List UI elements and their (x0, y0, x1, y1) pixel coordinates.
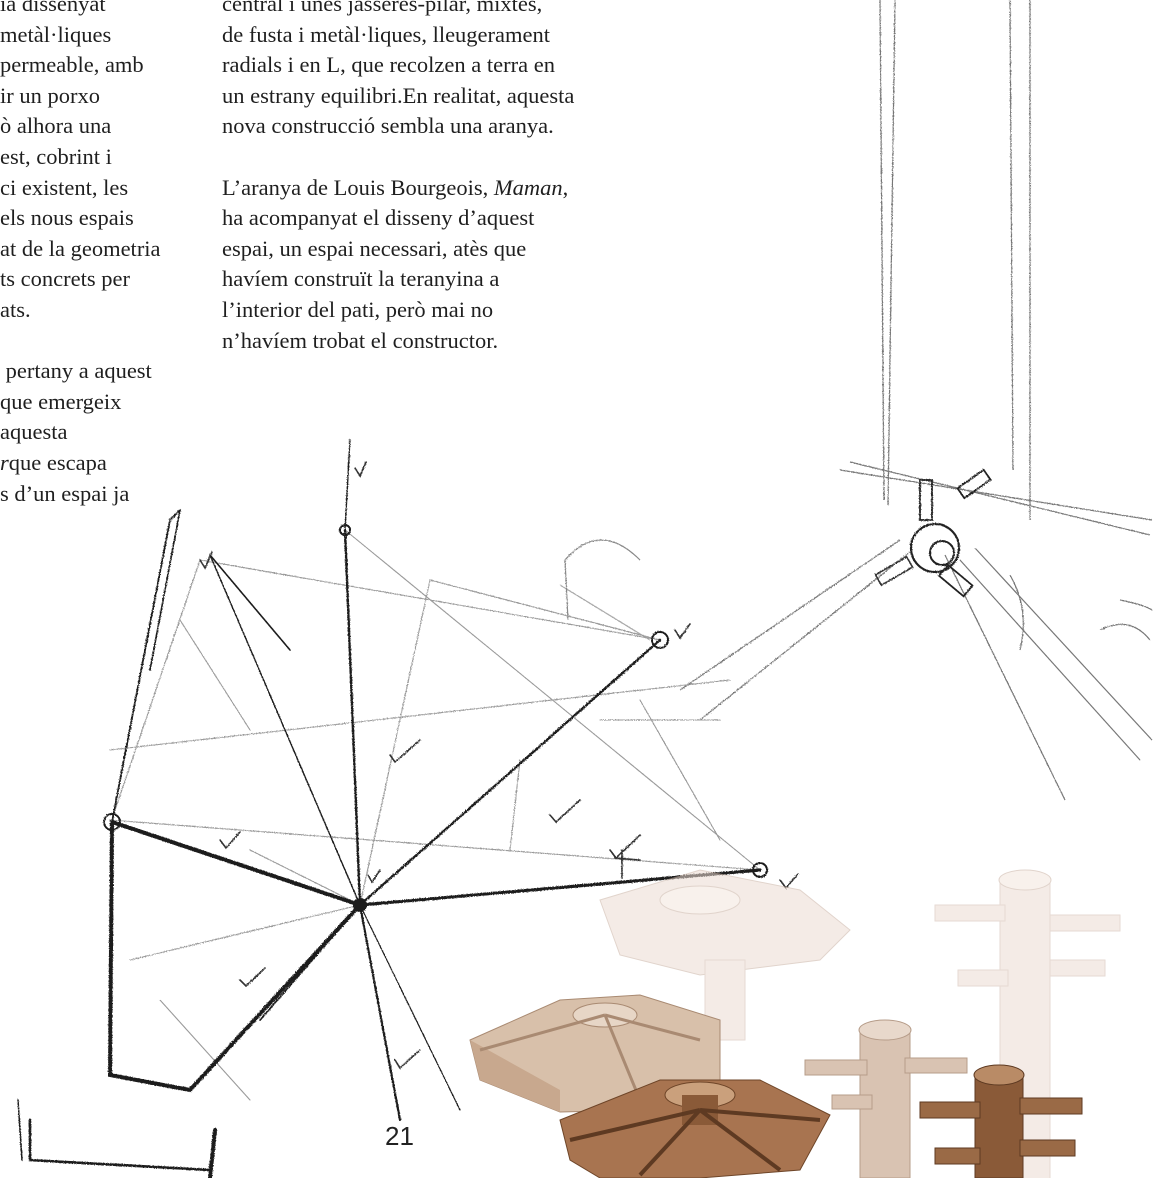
left-line: ci existent, les (0, 174, 129, 200)
model-faded-right (934, 869, 1121, 1178)
left-line: ats. (0, 296, 31, 322)
left-line: est, cobrint i (0, 143, 112, 169)
left-line: metàl·liques (0, 21, 112, 47)
paragraph-2-suffix: , (562, 174, 569, 200)
left-line: rque escapa (0, 448, 214, 479)
left-line: ir un porxo (0, 82, 100, 108)
model-mid-right (804, 1019, 968, 1178)
model-front-dark (559, 1079, 831, 1178)
model-front-dark-right (919, 1064, 1083, 1178)
left-text-column: ia dissenyat metàl·liques permeable, amb… (0, 0, 214, 509)
paragraph-1-line: nova construcció sembla una aranya. (222, 113, 554, 139)
left-line: ia dissenyat (0, 0, 106, 16)
model-faded-left (599, 869, 851, 1041)
paragraph-2-line: ha acompanyat el disseny d’aquest (222, 205, 535, 231)
paragraph-1-line: de fusta i metàl·liques, lleugerament (222, 21, 551, 47)
paragraph-1-line: un estrany equilibri.En realitat, aquest… (222, 82, 575, 108)
wooden-models-photo (469, 869, 1121, 1178)
plan-sketch (17, 439, 799, 1178)
left-line: ò alhora una (0, 113, 112, 139)
paragraph-1-line: central i unes jàsseres-pilar, mixtes, (222, 0, 543, 16)
left-line: els nous espais (0, 205, 134, 231)
left-line: que emergeix (0, 388, 122, 414)
paragraph-1-line: radials i en L, que recolzen a terra en (222, 52, 555, 78)
left-line-text: que escapa (8, 449, 107, 475)
left-line: s d’un espai ja (0, 480, 130, 506)
page-number: 21 (383, 1121, 416, 1152)
left-line: pertany a aquest (0, 358, 152, 384)
left-line: ts concrets per (0, 266, 130, 292)
left-line: at de la geometria (0, 235, 161, 261)
artwork-title-maman: Maman (493, 174, 563, 200)
paragraph-2-line: espai, un espai necessari, atès que (222, 235, 527, 261)
left-line: permeable, amb (0, 52, 144, 78)
paragraph-2-line: havíem construït la teranyina a (222, 266, 500, 292)
paragraph-2-line: L’aranya de Louis Bourgeois, Maman, (222, 173, 702, 204)
paragraph-2-line: n’havíem trobat el constructor. (222, 327, 499, 353)
paragraph-2-prefix: L’aranya de Louis Bourgeois, (222, 174, 494, 200)
paragraph-2-line: l’interior del pati, però mai no (222, 296, 494, 322)
right-text-column: central i unes jàsseres-pilar, mixtes, d… (222, 0, 702, 356)
left-line: aquesta (0, 419, 68, 445)
italic-fragment: r (0, 449, 9, 475)
node-detail-sketch (559, 0, 1153, 801)
